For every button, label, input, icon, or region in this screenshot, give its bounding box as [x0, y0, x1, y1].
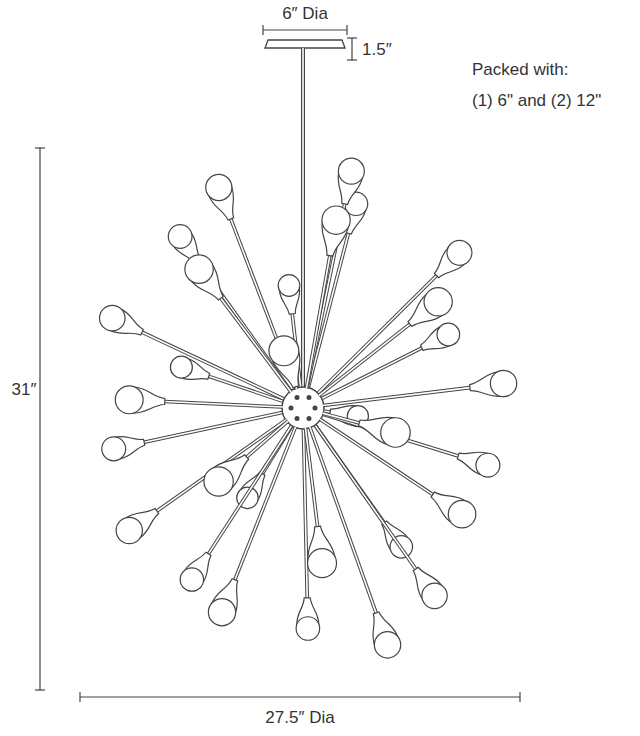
hub-socket [307, 395, 312, 400]
bulb [102, 437, 126, 461]
bulb [208, 599, 235, 626]
bulb [424, 288, 452, 316]
hub-socket [313, 406, 318, 411]
bulb [185, 255, 213, 283]
bulb [168, 225, 192, 249]
bulb [422, 583, 447, 608]
note: Packed with: [470, 61, 570, 80]
bulb [448, 500, 476, 528]
arm-rod [303, 428, 307, 598]
arm-rod [306, 256, 329, 389]
arm-rod [317, 276, 436, 394]
arm-rod [310, 427, 376, 613]
dimension-label: 6″ Dia [280, 5, 330, 24]
arm-rod [322, 413, 359, 423]
arm-rod [142, 332, 285, 399]
arm-rod [305, 428, 317, 527]
note: (1) 6" and (2) 12" [470, 92, 603, 111]
dimension-lines [35, 25, 520, 702]
dimension-label: 1.5″ [360, 41, 394, 60]
bulb [180, 568, 203, 591]
arm-rod [142, 332, 285, 399]
arms [115, 158, 516, 658]
bulb [170, 356, 192, 378]
arm-rod [165, 402, 283, 408]
arm-rod [247, 421, 288, 457]
arm-rod [235, 427, 296, 580]
bulb [374, 632, 400, 658]
arm-rod [323, 388, 470, 406]
hub-socket [289, 406, 294, 411]
bulb [447, 240, 472, 265]
arm-rod [247, 421, 288, 457]
bulb [338, 158, 364, 184]
bulb [296, 617, 320, 641]
bulb [490, 370, 516, 396]
bulb [308, 549, 337, 578]
arm-rod [235, 427, 296, 580]
hub-socket [295, 416, 300, 421]
arm-rod [306, 256, 329, 389]
arm-rod [305, 428, 317, 527]
dimension-label: 31″ [10, 381, 39, 400]
hub-socket [307, 416, 312, 421]
arm-rod [319, 324, 410, 396]
arm-rod [323, 388, 470, 406]
arm-rod [319, 324, 410, 396]
bulb [204, 467, 233, 496]
arm-rod [310, 427, 376, 613]
bulb [476, 453, 500, 477]
arm-rod [165, 402, 283, 408]
bulb [269, 336, 299, 366]
arm-rod [322, 413, 359, 423]
bulb [278, 275, 300, 297]
bulb [100, 305, 125, 330]
bulb [115, 386, 143, 414]
arm-rod [303, 428, 307, 598]
bulb [437, 323, 460, 346]
arm-rod [317, 276, 436, 394]
bulb [116, 517, 142, 543]
bulb [381, 418, 410, 447]
hub-socket [295, 395, 300, 400]
bulb [322, 206, 350, 234]
bulb [206, 174, 232, 200]
arms [100, 192, 500, 640]
dimension-label: 27.5″ Dia [263, 709, 336, 728]
